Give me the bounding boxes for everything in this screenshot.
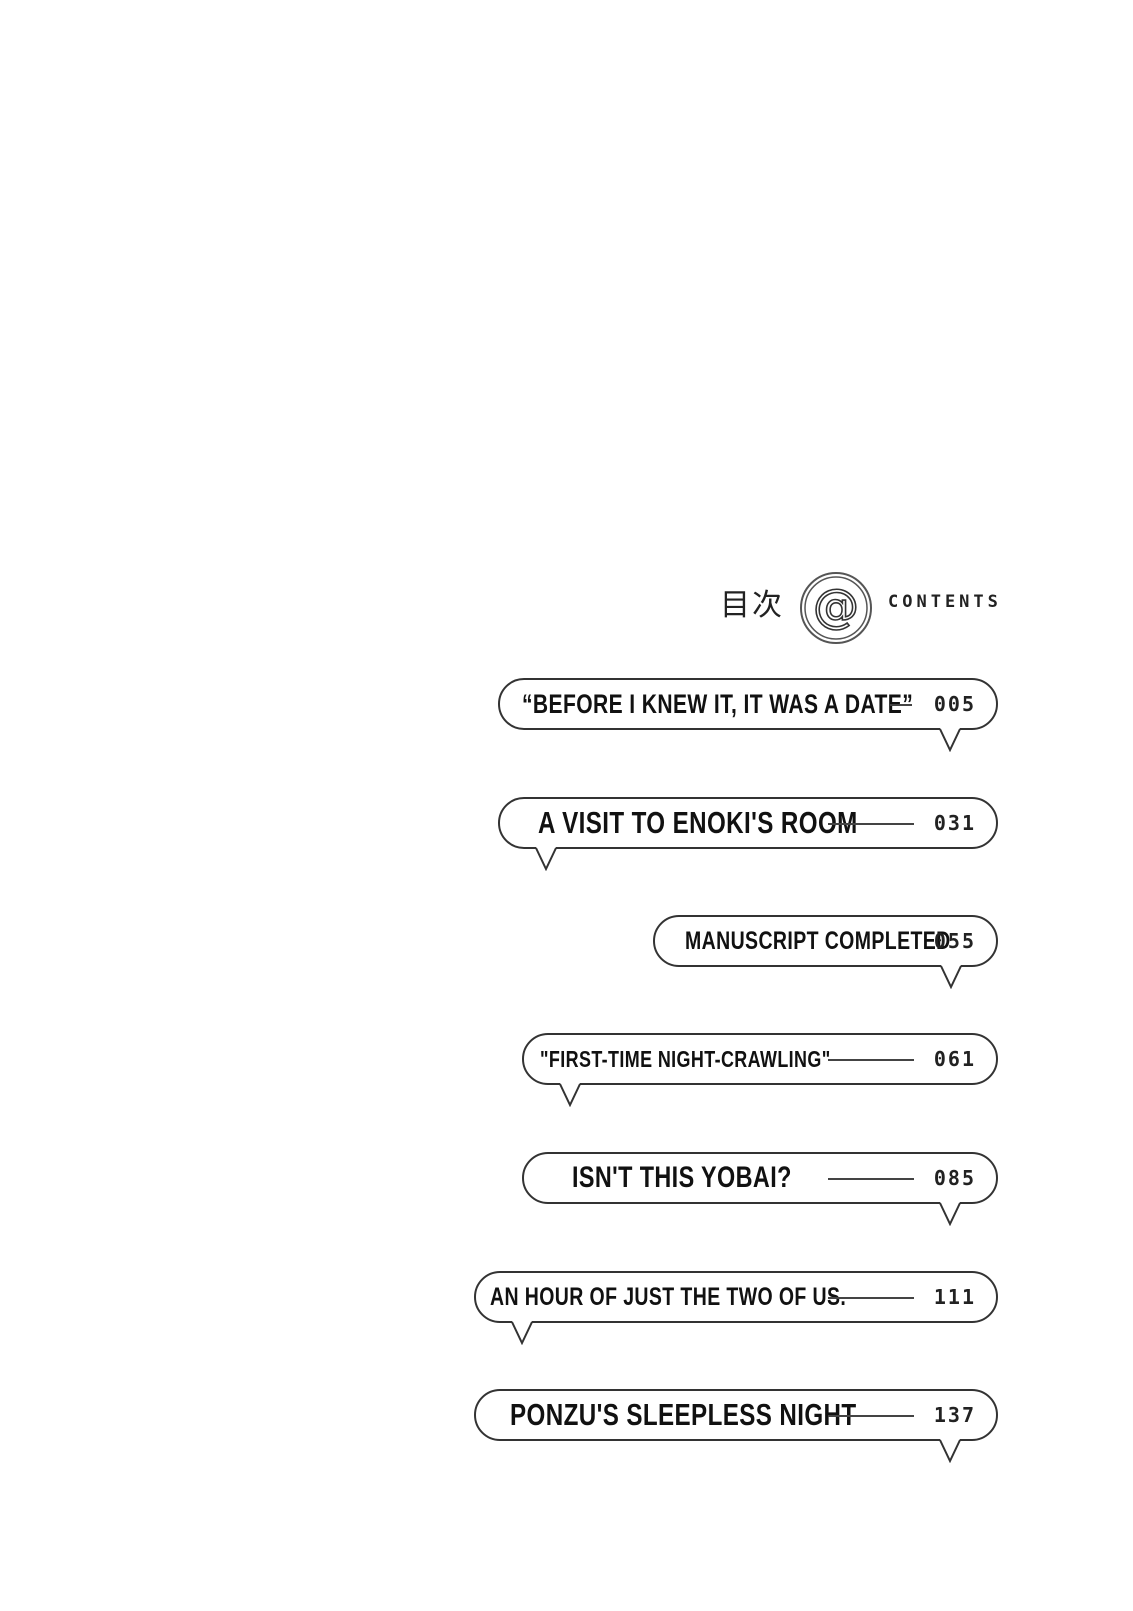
chapter-bubble-2[interactable]: A VISIT TO ENOKI'S ROOM 031	[498, 797, 998, 871]
chapter-page-number: 055	[933, 929, 976, 953]
chapter-title: "FIRST-TIME NIGHT-CRAWLING"	[540, 1046, 831, 1072]
header-kanji: 目次	[720, 588, 784, 623]
bubble-outline	[653, 915, 998, 967]
chapter-bubble-3[interactable]: MANUSCRIPT COMPLETED 055	[653, 915, 998, 989]
chapter-bubble-4[interactable]: "FIRST-TIME NIGHT-CRAWLING" 061	[522, 1033, 998, 1107]
at-sign-icon: @	[800, 572, 872, 644]
chapter-page-number: 085	[933, 1166, 976, 1190]
chapter-title: “BEFORE I KNEW IT, IT WAS A DATE”	[522, 689, 914, 719]
bubble-tail	[939, 1202, 961, 1226]
chapter-page-number: 061	[933, 1047, 976, 1071]
chapter-bubble-7[interactable]: PONZU'S SLEEPLESS NIGHT 137	[474, 1389, 998, 1463]
bubble-outline	[498, 797, 998, 849]
bubble-tail	[511, 1321, 533, 1345]
contents-header: 目次 @ CONTENTS	[720, 570, 1020, 650]
chapter-bubble-1[interactable]: “BEFORE I KNEW IT, IT WAS A DATE” 005	[498, 678, 998, 752]
leader-line	[828, 1297, 914, 1299]
bubble-tail	[939, 728, 961, 752]
leader-line	[828, 1178, 914, 1180]
contents-label: CONTENTS	[888, 592, 1002, 612]
chapter-title: A VISIT TO ENOKI'S ROOM	[538, 805, 858, 840]
leader-line	[828, 823, 914, 825]
chapter-bubble-5[interactable]: ISN'T THIS YOBAI? 085	[522, 1152, 998, 1226]
bubble-tail	[940, 965, 962, 989]
bubble-tail	[939, 1439, 961, 1463]
chapter-title: ISN'T THIS YOBAI?	[572, 1161, 792, 1194]
bubble-outline	[498, 678, 998, 730]
leader-line	[828, 1059, 914, 1061]
bubble-tail	[559, 1083, 581, 1107]
at-symbol: @	[813, 579, 859, 633]
chapter-title: MANUSCRIPT COMPLETED	[685, 927, 951, 955]
chapter-title: AN HOUR OF JUST THE TWO OF US.	[490, 1283, 847, 1311]
chapter-page-number: 111	[933, 1285, 976, 1309]
bubble-outline	[522, 1152, 998, 1204]
bubble-outline	[522, 1033, 998, 1085]
leader-line	[828, 1415, 914, 1417]
chapter-title: PONZU'S SLEEPLESS NIGHT	[510, 1397, 857, 1432]
bubble-tail	[535, 847, 557, 871]
chapter-page-number: 031	[933, 811, 976, 835]
chapter-page-number: 005	[933, 692, 976, 716]
leader-line	[890, 704, 912, 706]
chapter-bubble-6[interactable]: AN HOUR OF JUST THE TWO OF US. 111	[474, 1271, 998, 1345]
chapter-page-number: 137	[933, 1403, 976, 1427]
